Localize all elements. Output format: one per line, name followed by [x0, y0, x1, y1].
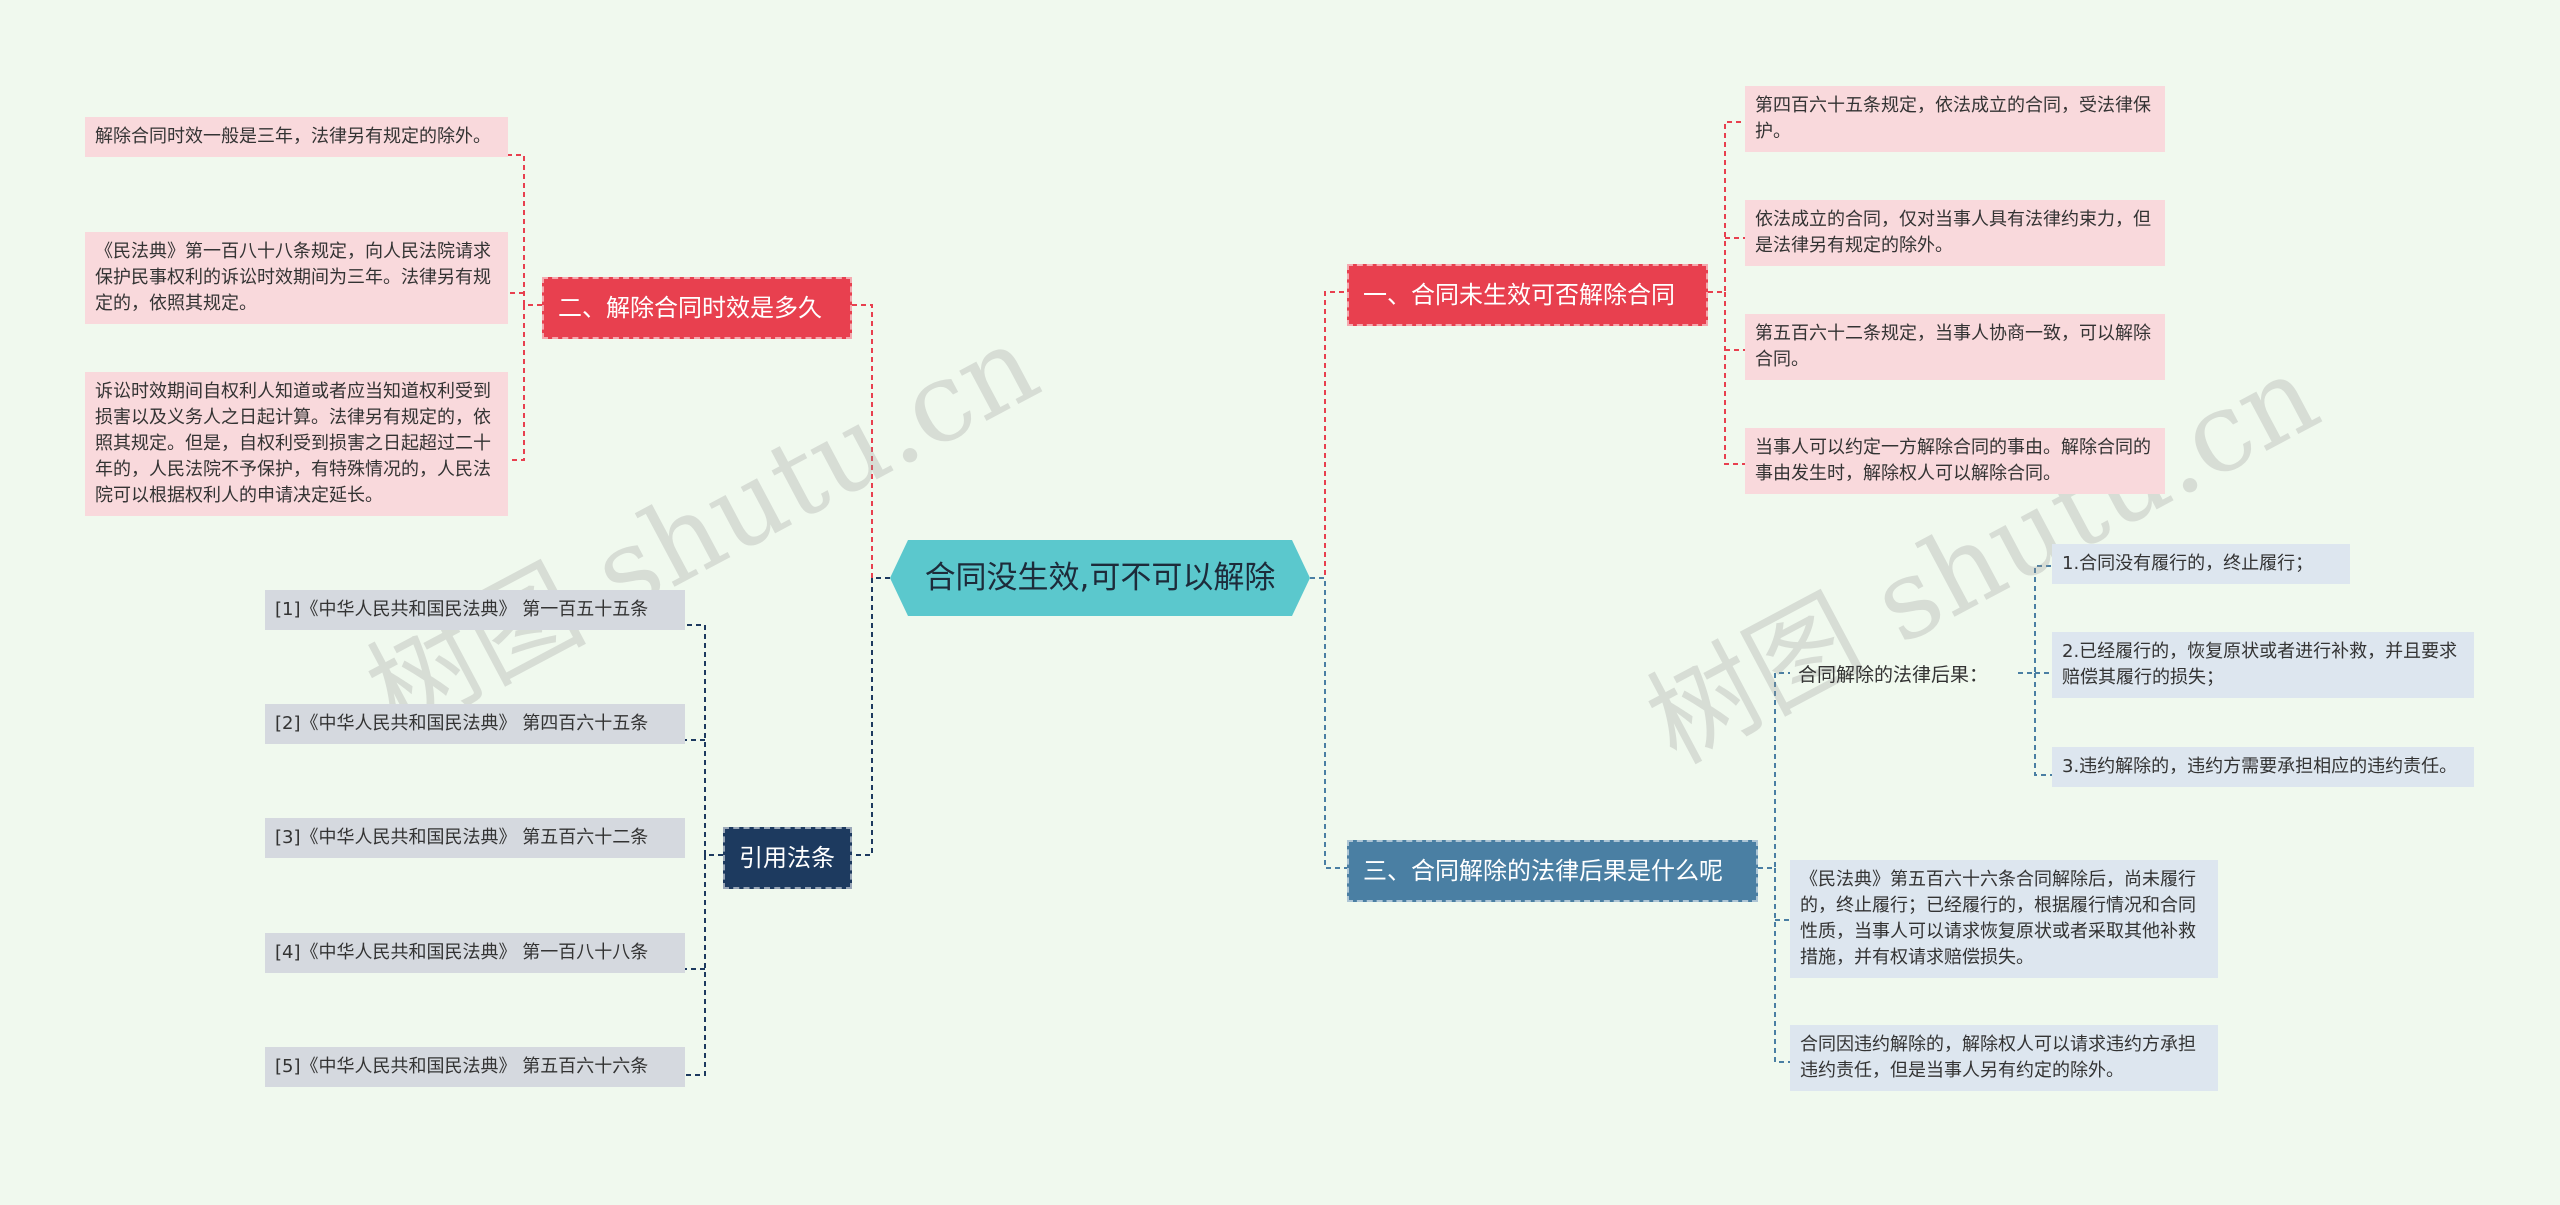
b1-leaf[interactable]: 当事人可以约定一方解除合同的事由。解除合同的事由发生时，解除权人可以解除合同。	[1745, 428, 2165, 494]
branch-b1[interactable]: 一、合同未生效可否解除合同	[1347, 264, 1708, 326]
link-root-b4	[852, 577, 890, 856]
b1-leaf[interactable]: 依法成立的合同，仅对当事人具有法律约束力，但是法律另有规定的除外。	[1745, 200, 2165, 266]
branch-b4[interactable]: 引用法条	[723, 827, 852, 889]
branch-b3[interactable]: 三、合同解除的法律后果是什么呢	[1347, 840, 1758, 902]
b4-leaf[interactable]: [4]《中华人民共和国民法典》 第一百八十八条	[265, 933, 685, 973]
root-topic[interactable]: 合同没生效,可不可以解除	[890, 540, 1310, 616]
link-root-b1	[1310, 291, 1347, 579]
b4-leaf[interactable]: [1]《中华人民共和国民法典》 第一百五十五条	[265, 590, 685, 630]
b3-leaf[interactable]: 合同因违约解除的，解除权人可以请求违约方承担违约责任，但是当事人另有约定的除外。	[1790, 1025, 2218, 1091]
b4-leaf[interactable]: [3]《中华人民共和国民法典》 第五百六十二条	[265, 818, 685, 858]
b3-leaf[interactable]: 《民法典》第五百六十六条合同解除后，尚未履行的，终止履行；已经履行的，根据履行情…	[1790, 860, 2218, 978]
b2-leaf[interactable]: 诉讼时效期间自权利人知道或者应当知道权利受到损害以及义务人之日起计算。法律另有规…	[85, 372, 508, 516]
link-b4-leaves	[685, 624, 723, 1076]
b1-leaf[interactable]: 第四百六十五条规定，依法成立的合同，受法律保护。	[1745, 86, 2165, 152]
b3-sub-leaf[interactable]: 2.已经履行的，恢复原状或者进行补救，并且要求赔偿其履行的损失；	[2052, 632, 2474, 698]
b4-leaf[interactable]: [5]《中华人民共和国民法典》 第五百六十六条	[265, 1047, 685, 1087]
b4-leaf[interactable]: [2]《中华人民共和国民法典》 第四百六十五条	[265, 704, 685, 744]
link-b3-sub	[2018, 565, 2052, 776]
b3-sub-leaf[interactable]: 1.合同没有履行的，终止履行；	[2052, 544, 2350, 584]
link-b3-children	[1758, 672, 1790, 1063]
b2-leaf[interactable]: 《民法典》第一百八十八条规定，向人民法院请求保护民事权利的诉讼时效期间为三年。法…	[85, 232, 508, 324]
branch-b2[interactable]: 二、解除合同时效是多久	[542, 277, 852, 339]
link-b2-leaves	[508, 154, 542, 461]
b3-sub-leaf[interactable]: 3.违约解除的，违约方需要承担相应的违约责任。	[2052, 747, 2474, 787]
link-root-b3	[1310, 577, 1347, 869]
b1-leaf[interactable]: 第五百六十二条规定，当事人协商一致，可以解除合同。	[1745, 314, 2165, 380]
b3-sub-title[interactable]: 合同解除的法律后果：	[1798, 664, 1989, 686]
link-b1-leaves	[1708, 121, 1745, 465]
b2-leaf[interactable]: 解除合同时效一般是三年，法律另有规定的除外。	[85, 117, 508, 157]
link-root-b2	[852, 304, 890, 579]
